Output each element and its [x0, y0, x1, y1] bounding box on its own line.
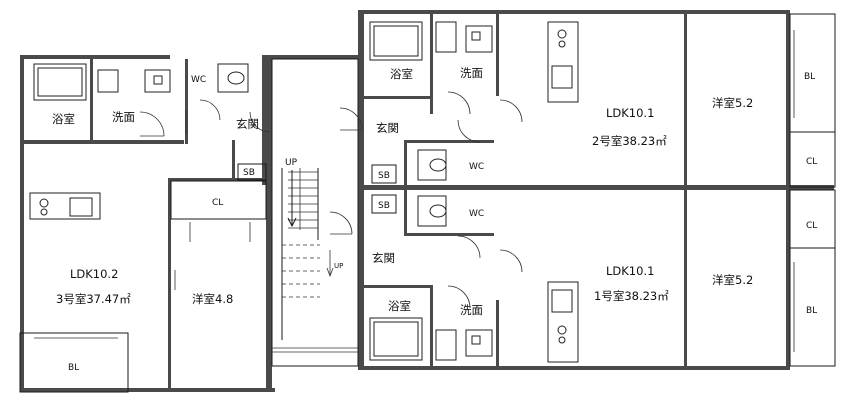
unit3-sb-label: SB: [243, 168, 255, 178]
unit3-entrance-label: 玄関: [236, 117, 259, 131]
unit1-entrance-label: 玄関: [372, 251, 395, 265]
unit3-fixtures: [29, 63, 271, 290]
unit2-bath-label: 浴室: [390, 67, 413, 81]
unit2-entrance-label: 玄関: [376, 121, 399, 135]
stairs: [281, 168, 334, 340]
unit2-wash-label: 洗面: [460, 66, 483, 80]
unit2-bl-label: BL: [804, 72, 815, 82]
unit2-bedroom-label: 洋室5.2: [712, 96, 753, 110]
unit1-wash-label: 洗面: [460, 303, 483, 317]
walls: [20, 10, 834, 392]
unit2-ldk-label: LDK10.1: [606, 106, 654, 120]
unit3-unit-name: 3号室37.47㎡: [56, 292, 131, 306]
unit3-wc-label: WC: [191, 75, 206, 85]
unit3-bath-label: 浴室: [52, 112, 75, 126]
corridor: [271, 58, 359, 367]
unit3-wash-label: 洗面: [112, 110, 135, 124]
unit1-wc-label: WC: [469, 209, 484, 219]
unit3-ldk-label: LDK10.2: [70, 267, 118, 281]
unit3-cl-label: CL: [212, 198, 223, 208]
unit1-fixtures: [329, 194, 579, 363]
unit1-unit-name: 1号室38.23㎡: [594, 289, 669, 303]
unit3-bl-label: BL: [68, 363, 79, 373]
stairs-up-small-label: UP: [334, 262, 343, 270]
unit1-bath-label: 浴室: [388, 299, 411, 313]
stairs-up-label: UP: [285, 158, 298, 168]
unit3-bedroom-label: 洋室4.8: [192, 292, 233, 306]
unit1-ldk-label: LDK10.1: [606, 264, 654, 278]
unit2-wc-label: WC: [469, 162, 484, 172]
unit2-unit-name: 2号室38.23㎡: [592, 134, 667, 148]
unit2-cl-label: CL: [806, 157, 817, 167]
left-balcony: [19, 332, 129, 393]
unit1-sb-label: SB: [378, 201, 390, 211]
unit1-bl-label: BL: [806, 306, 817, 316]
right-balconies: [789, 13, 836, 367]
unit1-cl-label: CL: [806, 221, 817, 231]
unit1-bedroom-label: 洋室5.2: [712, 273, 753, 287]
unit2-sb-label: SB: [378, 171, 390, 181]
unit2-fixtures: [339, 21, 579, 184]
